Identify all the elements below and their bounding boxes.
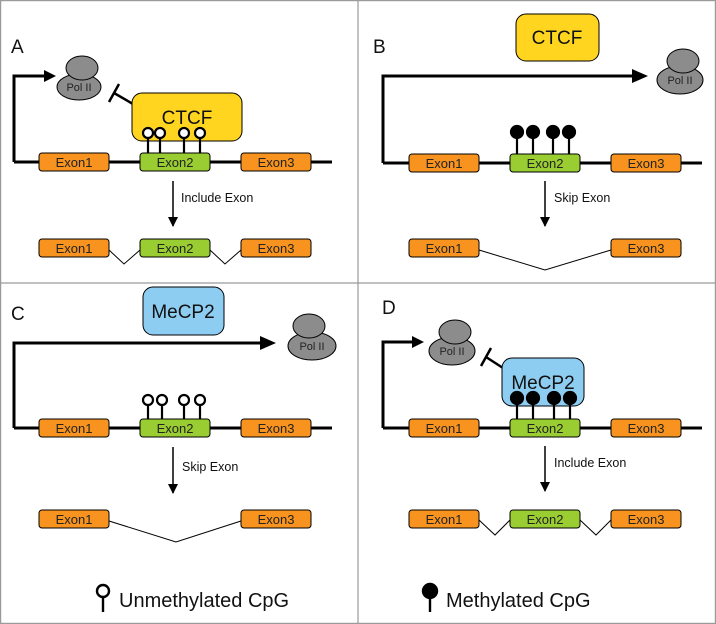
panel-b-label: B bbox=[373, 37, 386, 58]
ctcf-label: CTCF bbox=[162, 108, 213, 129]
mecp2-label: MeCP2 bbox=[151, 302, 214, 323]
transcription-start-arrow bbox=[12, 341, 262, 428]
out-exon3-label: Exon3 bbox=[628, 241, 665, 256]
panel-c-label: C bbox=[11, 304, 25, 325]
exon2-label: Exon2 bbox=[157, 421, 194, 436]
splice-junction bbox=[209, 249, 242, 265]
methylated-cpg-group bbox=[509, 124, 577, 154]
exon1-label: Exon1 bbox=[56, 155, 93, 170]
exon3-box bbox=[610, 153, 682, 173]
arrow-head-icon bbox=[632, 69, 648, 83]
step-label: Skip Exon bbox=[182, 460, 238, 474]
out-exon3-label: Exon3 bbox=[258, 512, 295, 527]
exon1-label: Exon1 bbox=[56, 421, 93, 436]
out-exon3-label: Exon3 bbox=[258, 241, 295, 256]
panel-d-label: D bbox=[382, 298, 396, 319]
unmethylated-cpg-group bbox=[141, 126, 207, 153]
exon3-label: Exon3 bbox=[258, 155, 295, 170]
out-exon3-box bbox=[240, 509, 312, 529]
exon1-label: Exon1 bbox=[426, 421, 463, 436]
splice-junction bbox=[108, 249, 141, 265]
arrow-head-icon bbox=[260, 336, 276, 350]
exon1-label: Exon1 bbox=[426, 156, 463, 171]
transcription-start-arrow bbox=[381, 74, 634, 163]
unmethylated-cpg-group bbox=[141, 393, 207, 420]
exon1-box bbox=[38, 152, 110, 172]
out-exon1-box bbox=[408, 238, 480, 258]
legend-unmethylated-label: Unmethylated CpG bbox=[119, 590, 289, 612]
out-exon2-label: Exon2 bbox=[157, 241, 194, 256]
panel-c: C Pol II MeCP2 Exon1 Exon2 Exon3 Skip Ex… bbox=[11, 286, 337, 543]
exon3-label: Exon3 bbox=[258, 421, 295, 436]
out-exon2-label: Exon2 bbox=[527, 512, 564, 527]
out-exon1-box bbox=[38, 238, 110, 258]
panel-a-label: A bbox=[11, 37, 24, 58]
out-exon1-box bbox=[38, 509, 110, 529]
exon1-box bbox=[408, 153, 480, 173]
ctcf-label: CTCF bbox=[532, 28, 583, 49]
legend-methylated-label: Methylated CpG bbox=[446, 590, 591, 612]
panel-a: A Pol II CTCF Exon1 Exon2 bbox=[11, 37, 332, 265]
pol-ii-label: Pol II bbox=[299, 341, 324, 353]
out-exon1-label: Exon1 bbox=[56, 241, 93, 256]
out-exon3-box bbox=[610, 509, 682, 529]
panel-d: D Pol II MeCP2 Exon1 Exon2 Exon3 Include… bbox=[381, 298, 702, 536]
out-exon1-label: Exon1 bbox=[56, 512, 93, 527]
exon2-label: Exon2 bbox=[157, 155, 194, 170]
out-exon1-label: Exon1 bbox=[426, 241, 463, 256]
step-label: Include Exon bbox=[181, 191, 253, 205]
exon1-box bbox=[408, 418, 480, 438]
out-exon3-box bbox=[240, 238, 312, 258]
out-exon3-box bbox=[610, 238, 682, 258]
pol-ii: Pol II bbox=[656, 48, 704, 95]
exon3-label: Exon3 bbox=[628, 421, 665, 436]
exon3-box bbox=[610, 418, 682, 438]
pol-ii: Pol II bbox=[56, 55, 102, 101]
mecp2-label: MeCP2 bbox=[511, 373, 574, 394]
step-label: Skip Exon bbox=[554, 191, 610, 205]
exon2-label: Exon2 bbox=[527, 156, 564, 171]
pol-ii-label: Pol II bbox=[66, 82, 91, 94]
exon1-box bbox=[38, 418, 110, 438]
methylated-cpg-icon bbox=[421, 582, 439, 612]
mecp2-protein bbox=[142, 286, 225, 336]
splice-junction bbox=[579, 519, 612, 536]
arrow-head-icon bbox=[412, 336, 424, 348]
exon2-box bbox=[139, 418, 211, 438]
out-exon1-box bbox=[408, 509, 480, 529]
step-label: Include Exon bbox=[554, 456, 626, 470]
out-exon2-box bbox=[139, 238, 211, 258]
pol-ii-label: Pol II bbox=[439, 346, 464, 358]
inhibition-symbol bbox=[479, 347, 504, 370]
out-exon2-box bbox=[509, 509, 581, 529]
inhibition-symbol bbox=[107, 83, 134, 106]
exon3-box bbox=[240, 152, 312, 172]
splice-junction bbox=[108, 520, 242, 543]
pol-ii-label: Pol II bbox=[667, 75, 692, 87]
splice-junction bbox=[478, 519, 511, 536]
out-exon3-label: Exon3 bbox=[628, 512, 665, 527]
ctcf-protein bbox=[515, 13, 600, 62]
exon3-label: Exon3 bbox=[628, 156, 665, 171]
exon3-box bbox=[240, 418, 312, 438]
pol-ii: Pol II bbox=[287, 313, 337, 361]
transcription-start-arrow bbox=[381, 340, 415, 428]
splice-junction bbox=[478, 249, 612, 271]
out-exon1-label: Exon1 bbox=[426, 512, 463, 527]
exon2-label: Exon2 bbox=[527, 421, 564, 436]
transcription-start-arrow bbox=[12, 74, 48, 162]
panel-b: B Pol II CTCF Exon1 Exon2 Exon3 Skip Exo… bbox=[373, 13, 704, 271]
arrow-head-icon bbox=[44, 70, 56, 82]
exon2-box bbox=[509, 153, 581, 173]
methylated-cpg-group bbox=[509, 390, 578, 419]
exon2-box bbox=[509, 418, 581, 438]
legend: Unmethylated CpG Methylated CpG bbox=[95, 582, 591, 612]
exon2-box bbox=[139, 152, 211, 172]
unmethylated-cpg-icon bbox=[95, 583, 111, 612]
pol-ii: Pol II bbox=[428, 319, 476, 366]
